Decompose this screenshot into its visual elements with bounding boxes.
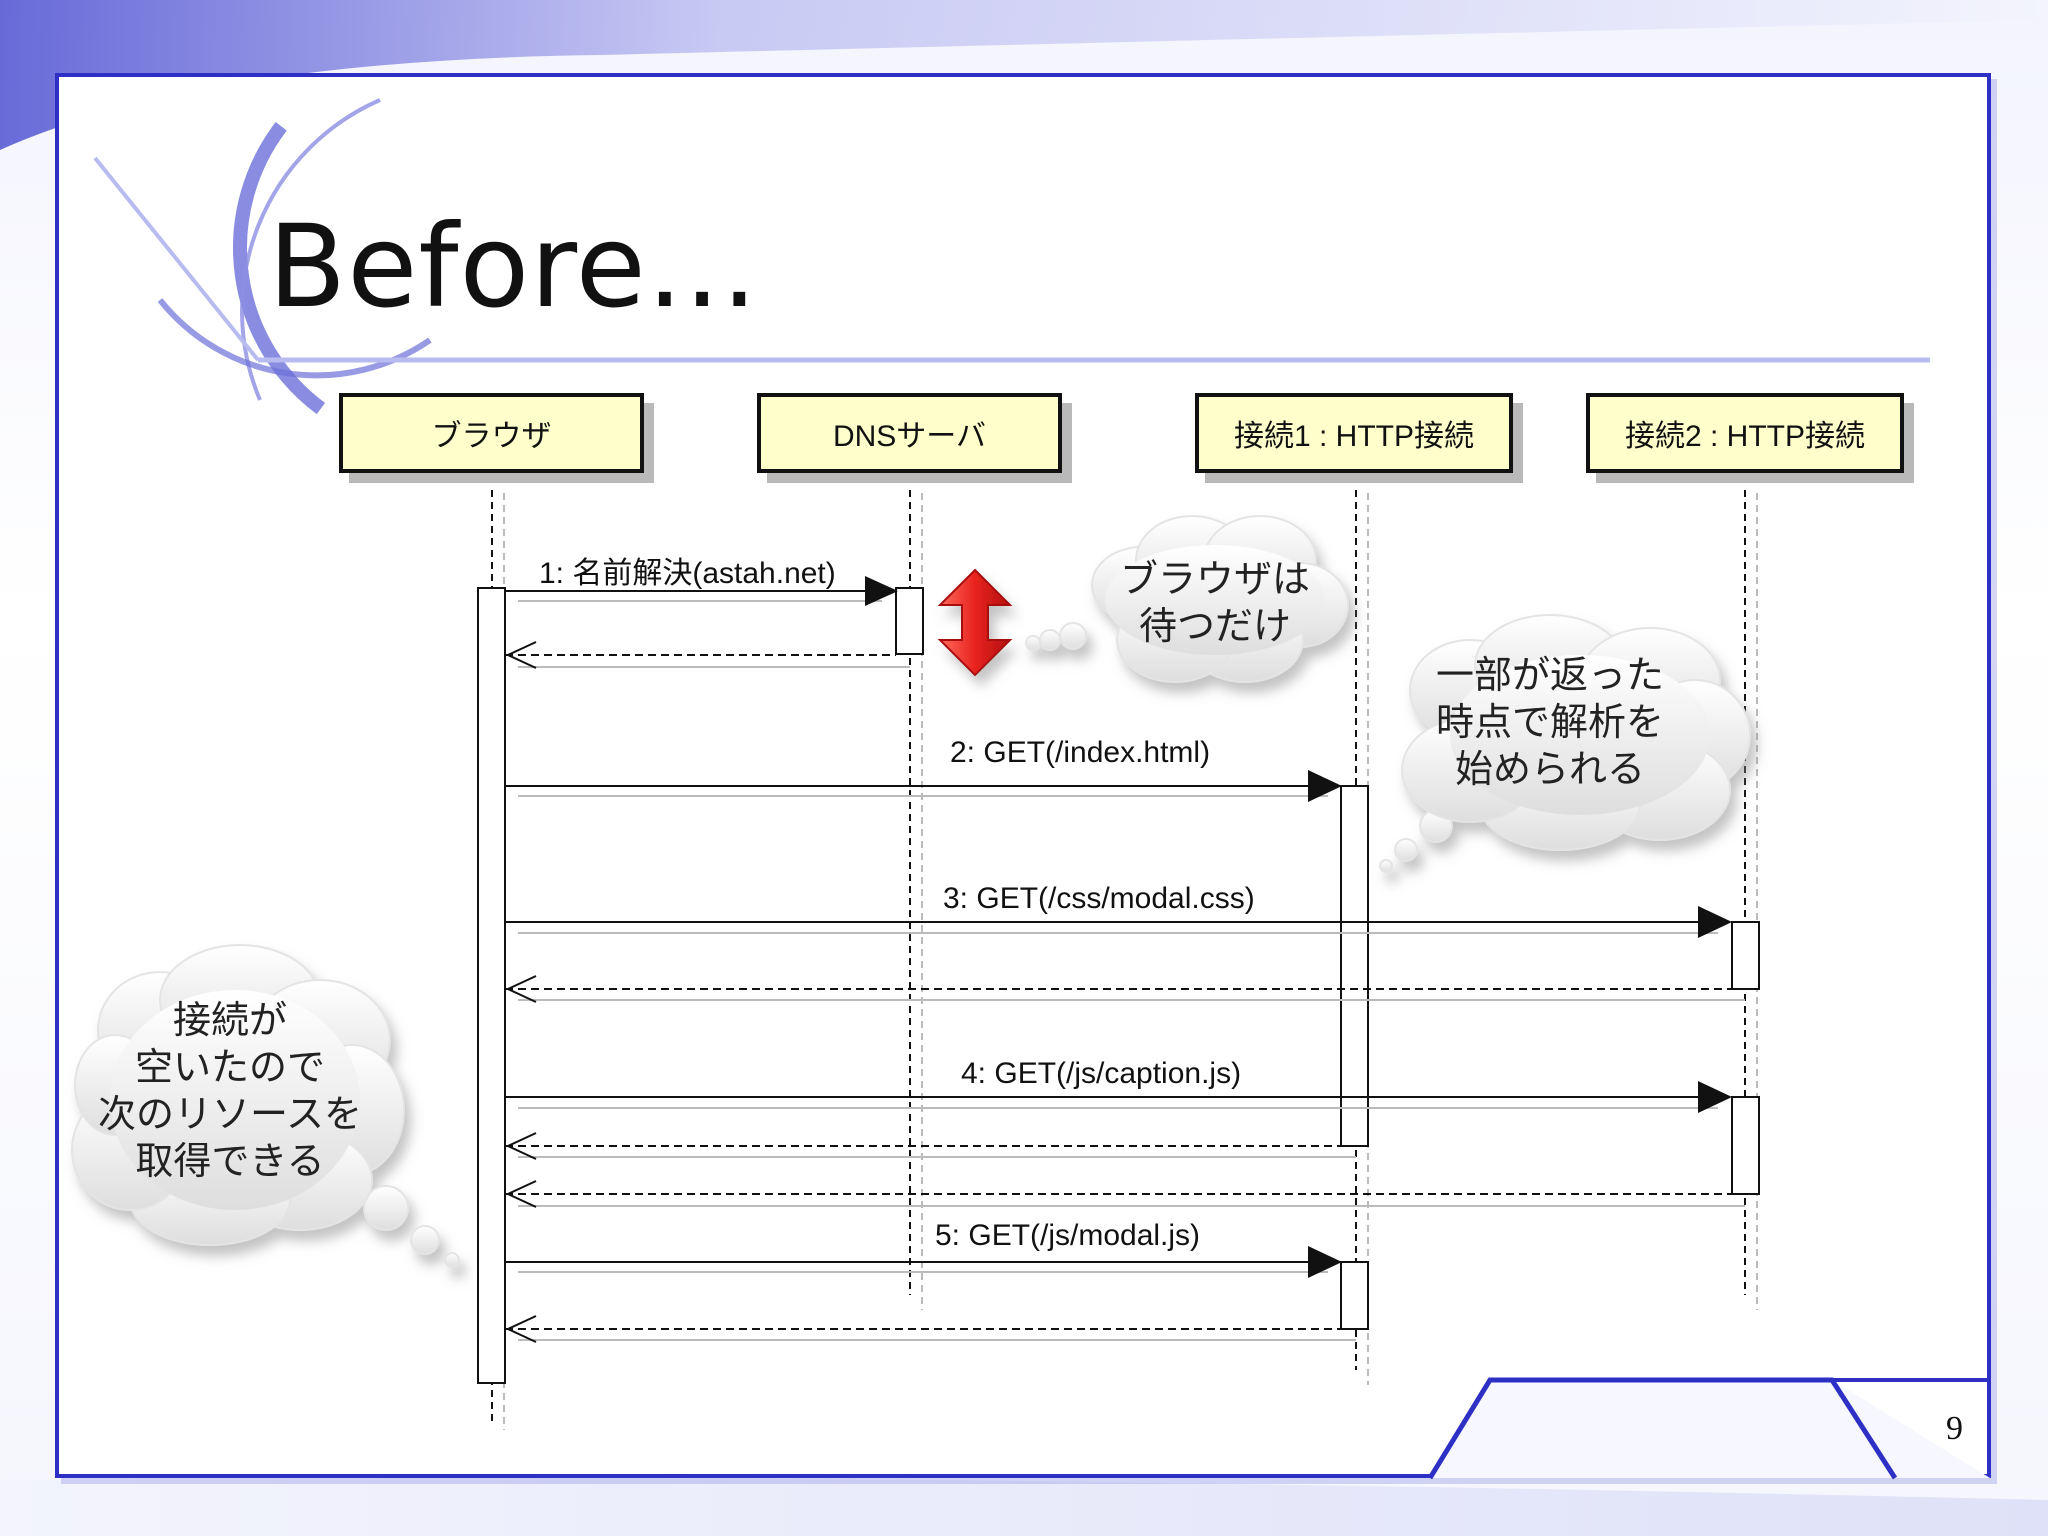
callout-line: 一部が返った — [1435, 653, 1664, 697]
wait-arrow-icon — [937, 568, 1013, 677]
slide-title: Before... — [268, 200, 759, 333]
message-label-3: 3: GET(/css/modal.css) — [943, 882, 1255, 915]
message-label-4: 4: GET(/js/caption.js) — [961, 1057, 1242, 1090]
callout-cloud-parse — [1379, 614, 1751, 873]
message-label-5: 5: GET(/js/modal.js) — [935, 1219, 1201, 1252]
lifeline-connection-2: 接続2 : HTTP接続 — [1586, 393, 1904, 473]
request-arrows — [505, 576, 1732, 1278]
callout-line: 空いたので — [134, 1045, 325, 1089]
callout-cloud-reuse — [71, 944, 460, 1268]
callout-line: 始められる — [1454, 747, 1645, 791]
callout-cloud-wait — [1025, 515, 1349, 683]
callout-text-wait: ブラウザは 待つだけ — [1095, 556, 1335, 650]
callout-line: ブラウザは — [1119, 557, 1310, 601]
callout-text-parse: 一部が返った 時点で解析を 始められる — [1420, 652, 1680, 793]
callout-line: 接続が — [172, 998, 287, 1042]
page-number: 9 — [1946, 1410, 1963, 1447]
message-label-1: 1: 名前解決(astah.net) — [539, 557, 836, 590]
callout-line: 取得できる — [135, 1139, 325, 1183]
return-arrows — [505, 641, 1745, 1343]
lifeline-browser: ブラウザ — [339, 393, 644, 473]
lifeline-dns-server: DNSサーバ — [757, 393, 1062, 473]
message-label-2: 2: GET(/index.html) — [950, 736, 1211, 769]
callout-line: 時点で解析を — [1435, 700, 1664, 744]
activation-bars — [477, 587, 1760, 1384]
callout-line: 待つだけ — [1138, 604, 1291, 648]
callout-text-reuse: 接続が 空いたので 次のリソースを 取得できる — [85, 997, 375, 1185]
callout-line: 次のリソースを — [97, 1092, 363, 1136]
lifeline-connection-1: 接続1 : HTTP接続 — [1195, 393, 1513, 473]
page-tab — [1427, 1377, 1990, 1480]
